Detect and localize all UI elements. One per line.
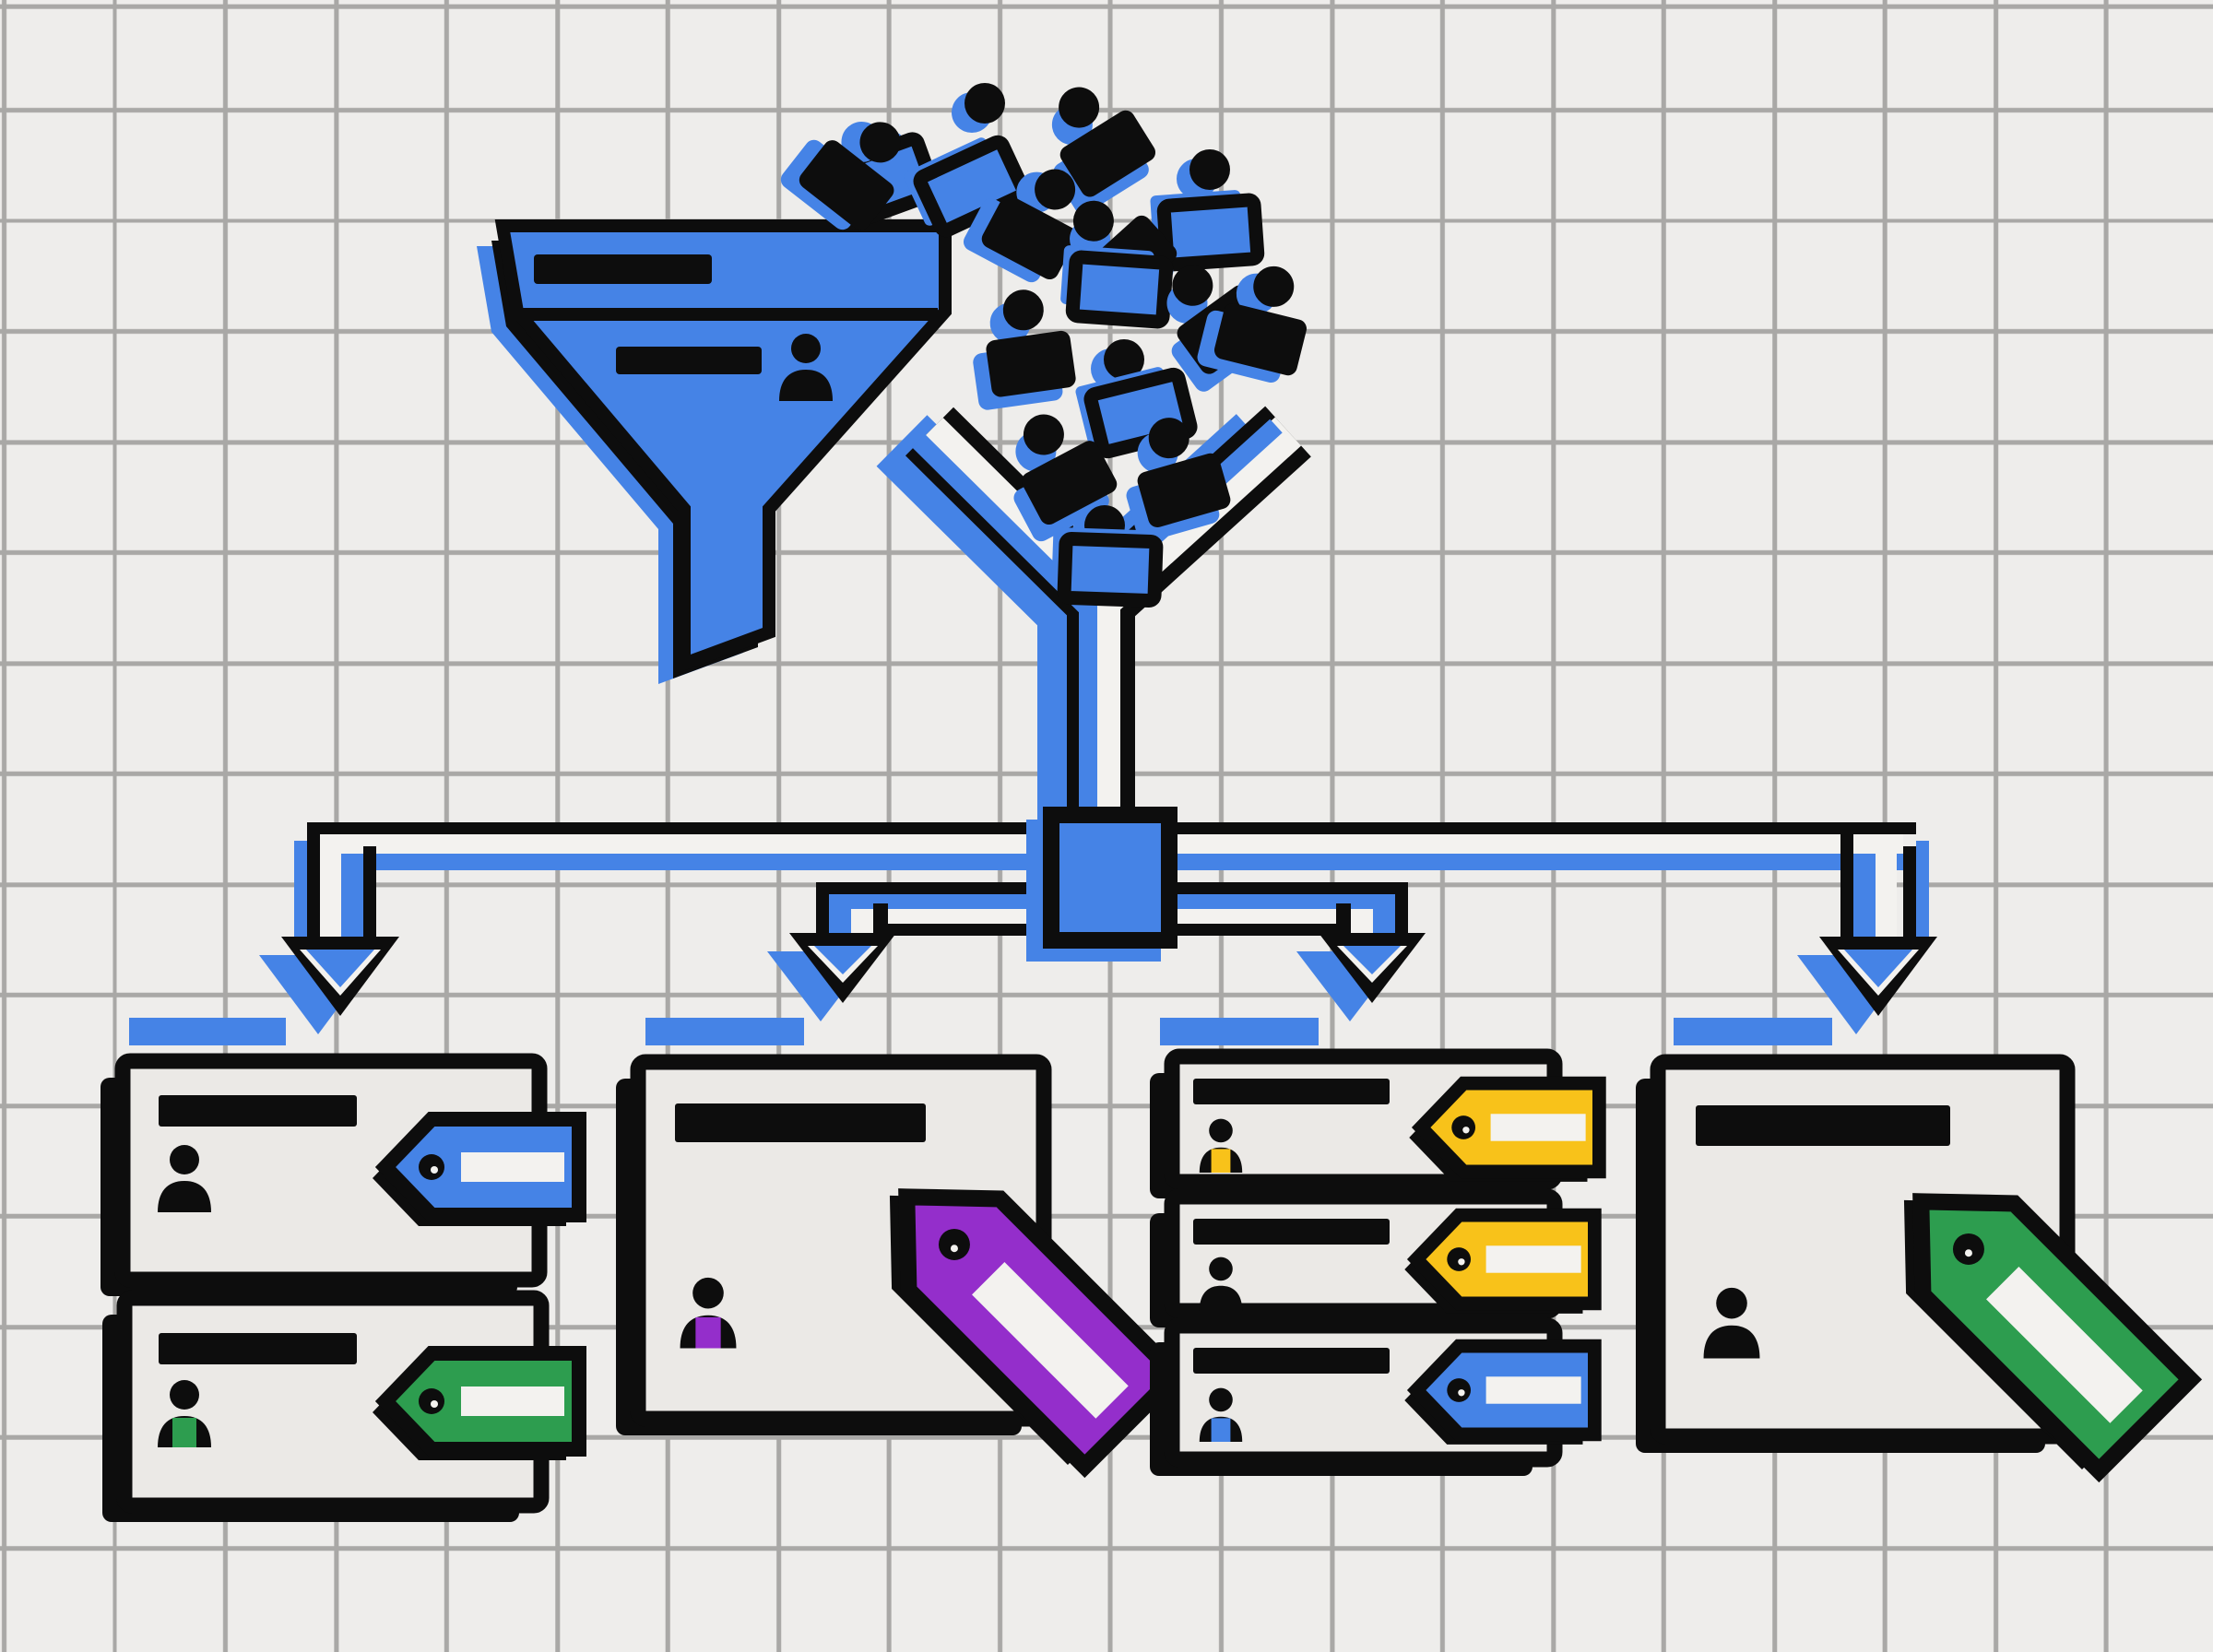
category-dash: [645, 1018, 804, 1045]
branch-arrow: [767, 933, 896, 1021]
category-dashes: [129, 1018, 1832, 1045]
falling-person-icon: [780, 121, 901, 230]
card-title-bar: [1696, 1105, 1950, 1146]
funnel-text-bar: [616, 347, 762, 374]
falling-card-icon: [1060, 245, 1174, 329]
person-icon: [680, 1277, 737, 1349]
contact-group-3: [1150, 1048, 1606, 1476]
card-title-bar: [1193, 1348, 1390, 1374]
contact-card: [1636, 1054, 2203, 1483]
person-icon: [1199, 1257, 1243, 1311]
contact-card: [102, 1290, 586, 1522]
card-title-bar: [675, 1103, 926, 1142]
falling-person-icon: [963, 169, 1078, 283]
person-icon: [1703, 1287, 1760, 1359]
falling-person-icon: [1197, 266, 1307, 383]
contact-group-4: [1636, 1054, 2203, 1483]
category-dash: [1160, 1018, 1319, 1045]
tag-icon-blue: [1404, 1339, 1602, 1445]
category-dash: [1674, 1018, 1832, 1045]
falling-head-icon: [1177, 149, 1230, 199]
contact-card: [616, 1054, 1189, 1479]
merge-node: [1026, 807, 1178, 962]
falling-person-icon: [1051, 87, 1156, 215]
falling-person-icon: [973, 289, 1076, 410]
tag-icon-blue: [373, 1112, 586, 1226]
falling-person-icon: [1126, 418, 1231, 542]
person-icon: [158, 1380, 211, 1447]
branch-arrow: [1797, 937, 1937, 1034]
contact-group-1: [101, 1053, 586, 1522]
person-icon: [1199, 1387, 1243, 1442]
branch-arrow: [259, 937, 399, 1034]
contact-group-2: [616, 1054, 1189, 1479]
tag-icon-yellow: [1404, 1208, 1602, 1314]
card-title-bar: [1193, 1079, 1390, 1104]
tag-icon-purple: [889, 1188, 1189, 1479]
funnel-icon: [477, 219, 952, 684]
falling-person-icon: [1013, 414, 1118, 542]
tag-icon-green: [1903, 1193, 2203, 1483]
falling-card-icon: [1051, 527, 1164, 608]
contact-card: [1150, 1048, 1606, 1198]
branch-arrow: [1296, 933, 1426, 1021]
falling-stream: [780, 83, 1307, 608]
card-title-bar: [159, 1095, 357, 1127]
category-dash: [129, 1018, 286, 1045]
tag-icon-green: [373, 1346, 586, 1460]
funnel-text-bar: [534, 254, 712, 284]
card-title-bar: [1193, 1219, 1390, 1245]
contact-card: [1150, 1188, 1602, 1328]
falling-head-icon: [952, 83, 1005, 133]
person-icon: [158, 1145, 211, 1212]
contact-card: [1150, 1317, 1602, 1476]
tag-icon-yellow: [1409, 1076, 1606, 1182]
contact-card: [101, 1053, 586, 1296]
person-icon: [1199, 1118, 1243, 1173]
funnel-person-icon: [779, 334, 833, 401]
card-title-bar: [159, 1333, 357, 1364]
falling-card-icon: [1150, 190, 1265, 272]
